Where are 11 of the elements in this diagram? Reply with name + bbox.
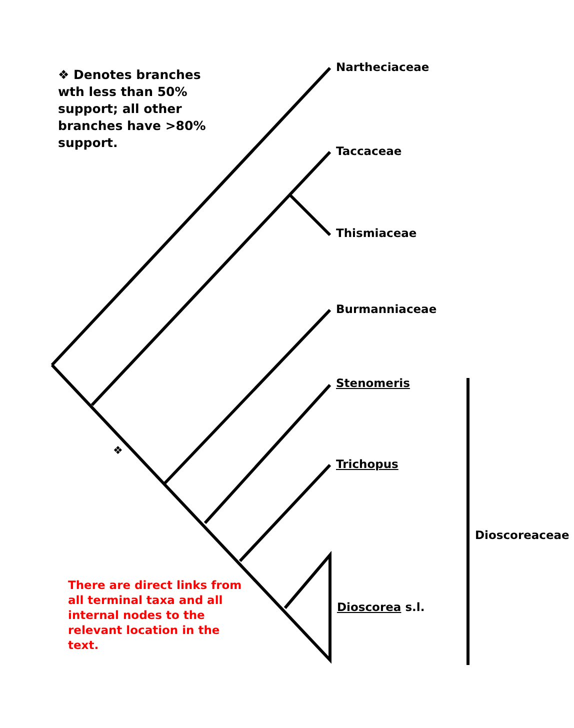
support-marker: ❖ (113, 445, 123, 457)
taxon-name: Taccaceae (336, 144, 402, 158)
clade-name: Dioscorea s.l. (337, 600, 425, 614)
genus-name: Stenomeris (336, 376, 410, 390)
support-note: ❖ Denotes branches wth less than 50% support; all other branches have >80% support. (58, 66, 207, 151)
taxon-name: Thismiaceae (336, 226, 417, 240)
family-name: Dioscoreaceae (475, 528, 570, 542)
links-note: There are direct links from all terminal taxa and all internal nodes to the relevant location in the text. (68, 578, 243, 653)
taxon-name: Nartheciaceae (336, 60, 430, 74)
genus-name: Trichopus (336, 457, 398, 471)
taxon-name: Burmanniaceae (336, 302, 437, 316)
